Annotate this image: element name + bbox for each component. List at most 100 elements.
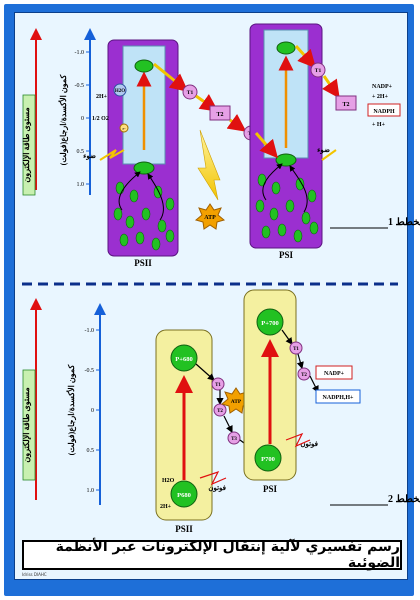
carrier-t1b xyxy=(289,341,303,355)
tick-label: 0.5 xyxy=(87,448,95,454)
tick-label: -0.5 xyxy=(85,368,95,374)
redox-axis-label: كمون الأكسدة/ارجاع(فولت) xyxy=(57,75,69,166)
electron-flow-arrow xyxy=(322,75,340,99)
electron-flow-arrow xyxy=(223,415,233,434)
psii-label: PSII xyxy=(175,524,193,534)
carrier-t1b xyxy=(310,62,326,78)
nadph-label: NADPH,H+ xyxy=(323,395,354,401)
atp-icon xyxy=(194,203,226,230)
nadp-box xyxy=(315,365,353,380)
p700-ground xyxy=(254,444,282,472)
psi-label: PSI xyxy=(263,484,278,494)
plus-h-label: + H+ xyxy=(372,122,386,128)
footnote: Idriss DIAHC xyxy=(22,572,47,577)
water-label: H2O xyxy=(162,478,175,484)
nadph-box xyxy=(367,103,401,117)
nadph-label: NADPH xyxy=(373,109,395,115)
carrier-t1 xyxy=(211,377,225,391)
carrier-t3-label: T3 xyxy=(231,437,237,442)
tick-label: 0.5 xyxy=(77,149,85,155)
scheme-1: مستوى طاقة الإلكترون -1.0 -0.5 0 0.5 1.0… xyxy=(22,23,420,268)
p680-ground xyxy=(170,480,198,508)
carrier-t2b xyxy=(335,95,357,111)
nadp-label: NADP+ xyxy=(372,84,393,90)
light-bolt-icon xyxy=(99,149,125,161)
photon-icon xyxy=(199,470,227,486)
nadp-label: NADP+ xyxy=(324,371,345,377)
carrier-t1b-label: T1 xyxy=(293,347,299,352)
water-molecule xyxy=(113,83,127,97)
p680-plus-excited xyxy=(170,344,198,372)
carrier-t2b xyxy=(297,367,311,381)
protons-label: 2H+ xyxy=(96,94,108,100)
p700-plus-excited xyxy=(256,308,284,336)
carrier-t2 xyxy=(213,403,227,417)
redox-ticks: -1.0 -0.5 0 0.5 1.0 xyxy=(85,328,100,494)
carrier-t2-label: T2 xyxy=(216,112,223,118)
chlorophyll-top xyxy=(134,59,154,73)
carrier-t1b-label: T1 xyxy=(315,68,322,74)
water-label: H2O xyxy=(115,89,125,94)
carrier-t1 xyxy=(182,84,198,100)
redox-ticks: -1.0 -0.5 0 0.5 1.0 xyxy=(75,50,90,188)
electron-flow-arrow xyxy=(309,375,319,394)
electron-flow-arrow xyxy=(294,44,317,69)
atp-energy-burst xyxy=(197,129,221,201)
electron-flow-arrow xyxy=(153,62,189,92)
tick-label: 0 xyxy=(91,408,94,414)
carrier-t2b-label: T2 xyxy=(301,373,307,378)
p680-plus-label: P+680 xyxy=(175,356,192,363)
page-title: رسم تفسيري لآلية إنتقال الإلكترونات عبر … xyxy=(55,539,400,571)
psi-label: PSI xyxy=(279,250,294,260)
light-label-right: ضوء xyxy=(317,146,330,154)
carrier-t1-label: T1 xyxy=(187,90,194,96)
chlorophyll-center xyxy=(133,161,155,175)
light-bolt-icon xyxy=(321,149,337,161)
carrier-t2b-label: T2 xyxy=(342,102,349,108)
electron-flow-arrow xyxy=(296,353,304,370)
chlorophyll-top xyxy=(276,41,296,55)
electron-flow-arrow xyxy=(281,329,293,345)
antenna-pigments xyxy=(255,173,319,243)
tick-label: 0 xyxy=(81,116,84,122)
plus-2h-label: + 2H+ xyxy=(372,94,389,100)
energy-label-box xyxy=(22,369,36,481)
energy-transfer-arrow xyxy=(289,165,308,213)
electron-icon xyxy=(119,123,129,133)
carrier-t3 xyxy=(227,431,241,445)
photon-left-label: فوتون xyxy=(208,484,226,492)
photon-icon xyxy=(285,432,311,448)
energy-transfer-arrow xyxy=(147,173,164,221)
p680-label: P680 xyxy=(177,492,191,499)
p700-plus-label: P+700 xyxy=(261,320,278,327)
scheme-1-label: المخطط 1 xyxy=(388,217,420,228)
oxygen-label: 1/2 O2 xyxy=(92,116,109,122)
energy-label-box xyxy=(22,94,36,196)
electron-flow-arrow xyxy=(226,113,247,132)
energy-transfer-arrow xyxy=(118,171,141,211)
tick-label: 1.0 xyxy=(77,182,85,188)
tick-label: -0.5 xyxy=(75,83,85,89)
photon-right-label: فوتون xyxy=(300,440,318,448)
scheme-2: مستوى طاقة الإلكترون -1.0 -0.5 0 0.5 1.0… xyxy=(22,289,420,534)
energy-axis-label: مستوى طاقة الإلكترون xyxy=(22,107,32,182)
page-title-box: رسم تفسيري لآلية إنتقال الإلكترونات عبر … xyxy=(22,539,402,571)
nadph-box xyxy=(315,389,361,404)
tick-label: -1.0 xyxy=(75,50,85,56)
protons-label: 2H+ xyxy=(160,504,172,510)
energy-transfer-arrow xyxy=(262,163,283,201)
carrier-t2 xyxy=(209,105,231,121)
redox-axis-label: كمون الأكسدة/ارجاع(فولت) xyxy=(65,365,77,456)
light-label-left: ضوء xyxy=(83,152,96,160)
electron-label: e- xyxy=(122,126,126,131)
carrier-t1-label: T1 xyxy=(215,383,221,388)
psii-label: PSII xyxy=(134,258,152,268)
atp-label: ATP xyxy=(204,215,216,221)
electron-flow-arrow xyxy=(254,132,278,159)
tick-label: 1.0 xyxy=(87,488,95,494)
tick-label: -1.0 xyxy=(85,328,95,334)
atp-label: ATP xyxy=(231,399,242,405)
carrier-t2-label: T2 xyxy=(217,409,223,414)
electron-flow-arrow xyxy=(195,363,215,381)
